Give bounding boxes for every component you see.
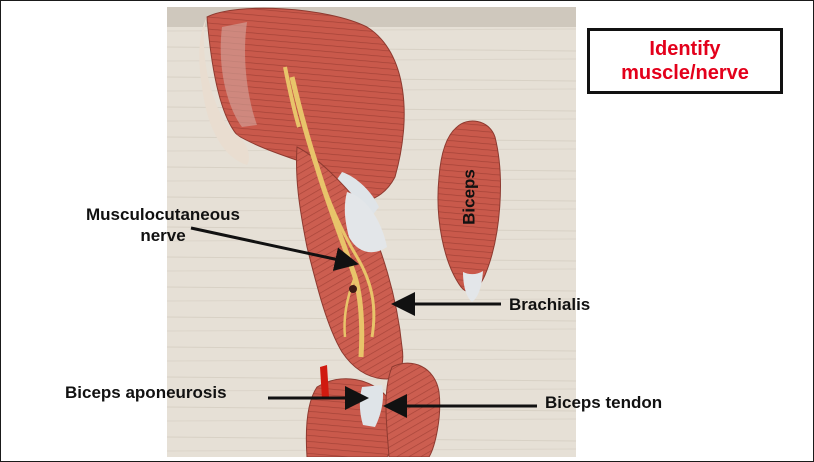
label-musculocutaneous-nerve: Musculocutaneous nerve: [86, 205, 240, 245]
biceps-model-label: Biceps: [459, 169, 478, 225]
label-biceps-aponeurosis: Biceps aponeurosis: [65, 383, 227, 402]
arrow-musculocutaneous: [190, 226, 359, 271]
label-biceps-tendon: Biceps tendon: [545, 393, 663, 412]
slide-title-box: Identify muscle/nerve: [587, 28, 783, 94]
label-brachialis: Brachialis: [509, 295, 591, 314]
slide-title: Identify muscle/nerve: [621, 38, 749, 84]
